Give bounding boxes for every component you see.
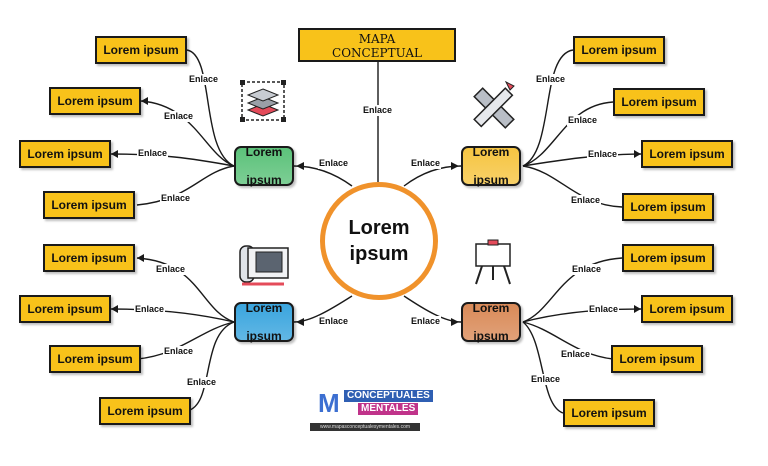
central-node-line2: ipsum — [349, 243, 409, 265]
link-label: Enlace — [186, 377, 218, 388]
link-label: Enlace — [318, 158, 350, 169]
hub-label-line1: Lorem — [245, 301, 283, 315]
easel-icon — [475, 239, 511, 285]
leaf-node: Lorem ipsum — [613, 88, 705, 116]
central-node-line1: Lorem — [348, 217, 410, 239]
link-label: Enlace — [410, 158, 442, 169]
leaf-node: Lorem ipsum — [611, 345, 703, 373]
leaf-node: Lorem ipsum — [641, 140, 733, 168]
hub-top-right: Lorem ipsum — [461, 145, 521, 187]
map-title-line2: CONCEPTUAL — [332, 46, 422, 60]
hub-label-line2: ipsum — [473, 329, 509, 343]
hub-label-line1: Lorem — [472, 145, 510, 159]
leaf-node: Lorem ipsum — [573, 36, 665, 64]
leaf-node: Lorem ipsum — [43, 191, 135, 219]
leaf-node: Lorem ipsum — [622, 244, 714, 272]
link-label: Enlace — [134, 304, 166, 315]
link-label: Enlace — [560, 349, 592, 360]
brand-logo-line2: MENTALES — [358, 403, 419, 415]
link-label: Enlace — [137, 148, 169, 159]
leaf-node: Lorem ipsum — [19, 140, 111, 168]
brand-url: www.mapasconceptualesymentales.com — [310, 423, 420, 431]
leaf-node: Lorem ipsum — [49, 345, 141, 373]
hub-label-line2: ipsum — [246, 329, 282, 343]
leaf-node: Lorem ipsum — [563, 399, 655, 427]
ruler-pencil-icon — [473, 80, 515, 129]
link-label: Enlace — [567, 115, 599, 126]
brand-logo: M CONCEPTUALES MENTALES www.mapasconcept… — [310, 386, 436, 434]
hub-top-left: Lorem ipsum — [234, 145, 294, 187]
brand-logo-mark: M — [318, 388, 340, 418]
link-label: Enlace — [588, 304, 620, 315]
layers-icon — [240, 80, 286, 122]
link-label: Enlace — [587, 149, 619, 160]
hub-label-line2: ipsum — [473, 173, 509, 187]
link-label: Enlace — [163, 346, 195, 357]
map-title: MAPA CONCEPTUAL — [298, 28, 456, 62]
leaf-node: Lorem ipsum — [49, 87, 141, 115]
link-label: Enlace — [155, 264, 187, 275]
link-label: Enlace — [535, 74, 567, 85]
link-label: Enlace — [362, 105, 394, 116]
leaf-node: Lorem ipsum — [641, 295, 733, 323]
link-label: Enlace — [571, 264, 603, 275]
link-label: Enlace — [160, 193, 192, 204]
blueprint-calculator-icon — [239, 245, 289, 286]
link-label: Enlace — [163, 111, 195, 122]
hub-label-line2: ipsum — [246, 173, 282, 187]
leaf-node: Lorem ipsum — [19, 295, 111, 323]
leaf-node: Lorem ipsum — [43, 244, 135, 272]
leaf-node: Lorem ipsum — [99, 397, 191, 425]
link-label: Enlace — [530, 374, 562, 385]
hub-bottom-left: Lorem ipsum — [234, 301, 294, 343]
brand-logo-line1: CONCEPTUALES — [344, 390, 433, 402]
leaf-node: Lorem ipsum — [95, 36, 187, 64]
link-label: Enlace — [188, 74, 220, 85]
link-label: Enlace — [570, 195, 602, 206]
link-label: Enlace — [410, 316, 442, 327]
hub-bottom-right: Lorem ipsum — [461, 301, 521, 343]
central-node: Lorem ipsum — [320, 182, 438, 300]
link-label: Enlace — [318, 316, 350, 327]
map-title-line1: MAPA — [358, 32, 396, 46]
leaf-node: Lorem ipsum — [622, 193, 714, 221]
hub-label-line1: Lorem — [472, 301, 510, 315]
hub-label-line1: Lorem — [245, 145, 283, 159]
